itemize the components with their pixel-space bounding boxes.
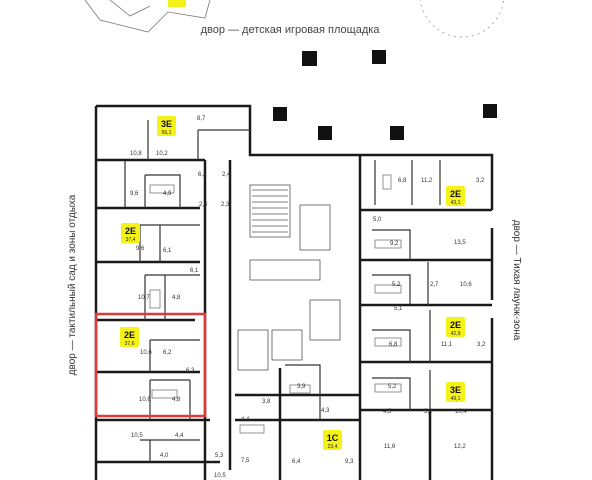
apartment-badge[interactable]: 2E 37,4 bbox=[121, 223, 140, 243]
apartment-badge[interactable]: 2E 43,1 bbox=[446, 186, 465, 206]
apartment-badge[interactable]: 3E 56,1 bbox=[157, 116, 176, 136]
room-area: 5,2 bbox=[388, 384, 397, 390]
stair-core bbox=[237, 184, 341, 371]
apartment-area: 43,1 bbox=[451, 200, 461, 206]
room-area: 4,8 bbox=[172, 397, 181, 403]
selected-apartment-outline bbox=[94, 312, 207, 418]
inner-walls bbox=[124, 120, 441, 462]
room-area: 10,6 bbox=[140, 350, 152, 356]
room-area: 10,4 bbox=[455, 409, 467, 415]
apartment-type: 1C bbox=[327, 433, 339, 443]
apartment-area: 37,4 bbox=[126, 237, 136, 243]
room-area: 9,2 bbox=[390, 241, 399, 247]
room-area: 6,8 bbox=[398, 178, 407, 184]
room-area: 3,8 bbox=[262, 399, 271, 405]
room-area: 7,5 bbox=[241, 458, 250, 464]
tree-markers bbox=[273, 50, 497, 140]
room-area: 9,6 bbox=[130, 191, 139, 197]
bathroom-fixtures bbox=[149, 174, 402, 434]
courtyard-label-left: двор — тактильный сад и зоны отдыха bbox=[67, 194, 78, 375]
room-area: 4,3 bbox=[321, 408, 330, 414]
room-area: 2,4 bbox=[199, 202, 208, 208]
room-area: 2,3 bbox=[221, 202, 230, 208]
room-area: 11,2 bbox=[421, 178, 433, 184]
room-area: 5,2 bbox=[392, 282, 401, 288]
room-area: 10,5 bbox=[214, 473, 226, 479]
room-area: 6,8 bbox=[389, 342, 398, 348]
room-area: 5,3 bbox=[215, 453, 224, 459]
apartment-type: 2E bbox=[450, 320, 461, 330]
room-area: 11,1 bbox=[441, 342, 453, 348]
room-area: 11,6 bbox=[384, 444, 396, 450]
room-area: 4,4 bbox=[175, 433, 184, 439]
room-area: 10,5 bbox=[131, 433, 143, 439]
room-area: 3,2 bbox=[476, 178, 485, 184]
room-area: 6,2 bbox=[198, 172, 207, 178]
room-area: 3,2 bbox=[477, 342, 486, 348]
room-area: 12,2 bbox=[454, 444, 466, 450]
apartment-area: 56,1 bbox=[162, 130, 172, 136]
room-area: 2,4 bbox=[222, 172, 231, 178]
room-area: 6,4 bbox=[292, 459, 301, 465]
room-area: 6,2 bbox=[163, 350, 172, 356]
room-area: 9,3 bbox=[345, 459, 354, 465]
apartment-area: 37,6 bbox=[125, 341, 135, 347]
room-area: 4,9 bbox=[163, 191, 172, 197]
courtyard-label-right: двор — Тихая лаунж-зона bbox=[511, 220, 522, 341]
apartment-type: 2E bbox=[124, 330, 135, 340]
room-area: 13,5 bbox=[454, 240, 466, 246]
room-area: 5,0 bbox=[373, 217, 382, 223]
apartment-area: 23,4 bbox=[328, 444, 338, 450]
apartment-badge[interactable]: 1C 23,4 bbox=[323, 430, 342, 450]
walls bbox=[94, 104, 494, 480]
apartment-type: 2E bbox=[125, 226, 136, 236]
courtyard-label-top: двор — детская игровая площадка bbox=[201, 24, 381, 36]
room-area: 5,2 bbox=[424, 409, 433, 415]
room-area: 10,2 bbox=[156, 151, 168, 157]
room-area: 6,1 bbox=[163, 248, 172, 254]
room-area: 6,3 bbox=[186, 368, 195, 374]
room-area: 2,7 bbox=[430, 282, 439, 288]
room-area: 10,6 bbox=[139, 397, 151, 403]
room-area: 5,1 bbox=[394, 306, 403, 312]
apartment-type: 3E bbox=[161, 119, 172, 129]
apartment-badge[interactable]: 2E 42,9 bbox=[446, 317, 465, 337]
room-area: 10,7 bbox=[138, 295, 150, 301]
room-area: 10,6 bbox=[460, 282, 472, 288]
apartment-type: 3E bbox=[450, 385, 461, 395]
room-area: 4,8 bbox=[172, 295, 181, 301]
room-area: 10,8 bbox=[130, 151, 142, 157]
apartment-area: 49,1 bbox=[451, 396, 461, 402]
room-area: 8,7 bbox=[197, 116, 206, 122]
courtyard-landscape bbox=[84, 0, 505, 38]
apartment-area: 42,9 bbox=[451, 331, 461, 337]
room-area: 4,0 bbox=[160, 453, 169, 459]
apartment-badge[interactable]: 2E 37,6 bbox=[120, 327, 139, 347]
room-area: 9,6 bbox=[136, 246, 145, 252]
room-area: 3,9 bbox=[297, 384, 306, 390]
apartment-type: 2E bbox=[450, 189, 461, 199]
room-area: 6,1 bbox=[190, 268, 199, 274]
apartment-badge[interactable]: 3E 49,1 bbox=[446, 382, 465, 402]
room-area: 4,4 bbox=[241, 417, 250, 423]
apartment-badges: 3E 56,1 2E 37,4 2E 37,6 2E 43,1 2E 42,9 … bbox=[120, 116, 465, 450]
room-area-labels: 8,7 10,8 10,2 9,6 4,9 6,2 2,4 2,4 2,3 9,… bbox=[130, 116, 486, 479]
room-area: 4,5 bbox=[383, 409, 392, 415]
